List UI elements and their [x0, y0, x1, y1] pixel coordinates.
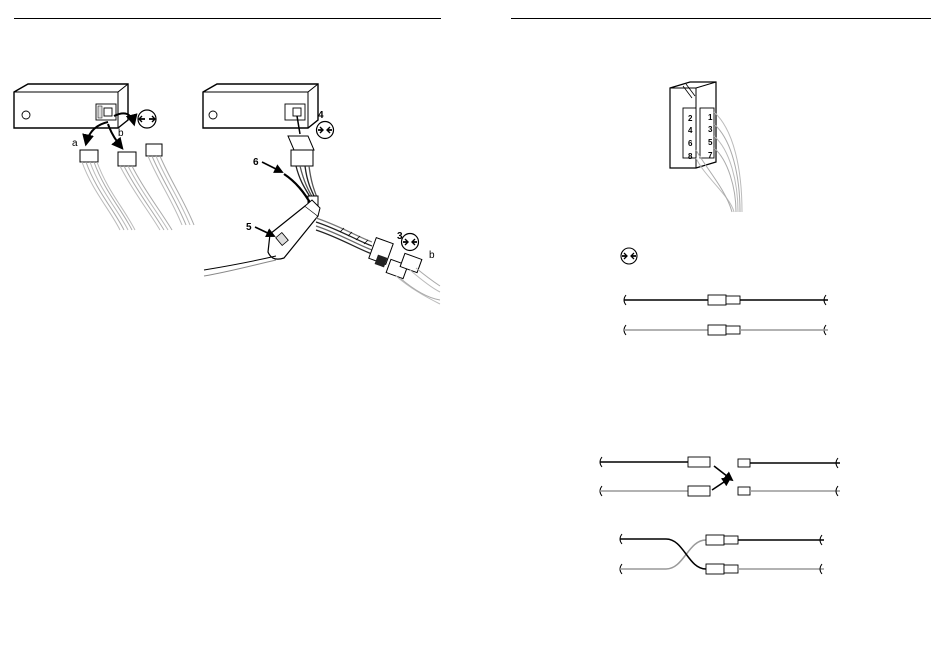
- pin-7: 7: [708, 151, 713, 160]
- callout-4: 4: [318, 110, 324, 121]
- connect-icon-right: [621, 248, 637, 264]
- pin-1: 1: [708, 113, 713, 122]
- connect-icon-3: [402, 234, 419, 251]
- label-b-right: b: [429, 250, 435, 261]
- pointer-5: [255, 227, 274, 236]
- adapter-box-5: [268, 200, 320, 259]
- connect-icon-4: [317, 122, 334, 139]
- figure-adapter-installed: 4 6 5 3: [203, 84, 440, 304]
- pin-6: 6: [688, 139, 693, 148]
- pin-2: 2: [688, 114, 693, 123]
- wire-joint-diagram-2: [600, 457, 840, 496]
- label-b: b: [118, 128, 124, 139]
- callout-6: 6: [253, 157, 259, 168]
- pointer-6: [262, 162, 282, 172]
- wire-crossover-diagram: [620, 534, 824, 574]
- figure-radio-unplug: a b: [14, 84, 194, 230]
- callout-5: 5: [246, 222, 252, 233]
- pin-5: 5: [708, 138, 713, 147]
- pin-8: 8: [688, 152, 693, 161]
- pin-3: 3: [708, 125, 713, 134]
- head-unit-left: [14, 84, 128, 128]
- label-a: a: [72, 138, 78, 149]
- disconnect-icon: [138, 110, 156, 128]
- connector-4: [288, 136, 318, 206]
- wire-joint-diagram-1: [624, 295, 828, 335]
- head-unit-right: [203, 84, 318, 128]
- harness-3: [316, 218, 393, 267]
- pin-4: 4: [688, 126, 693, 135]
- iso-connector-figure: 1 2 3 4 5 6 7 8: [670, 82, 742, 212]
